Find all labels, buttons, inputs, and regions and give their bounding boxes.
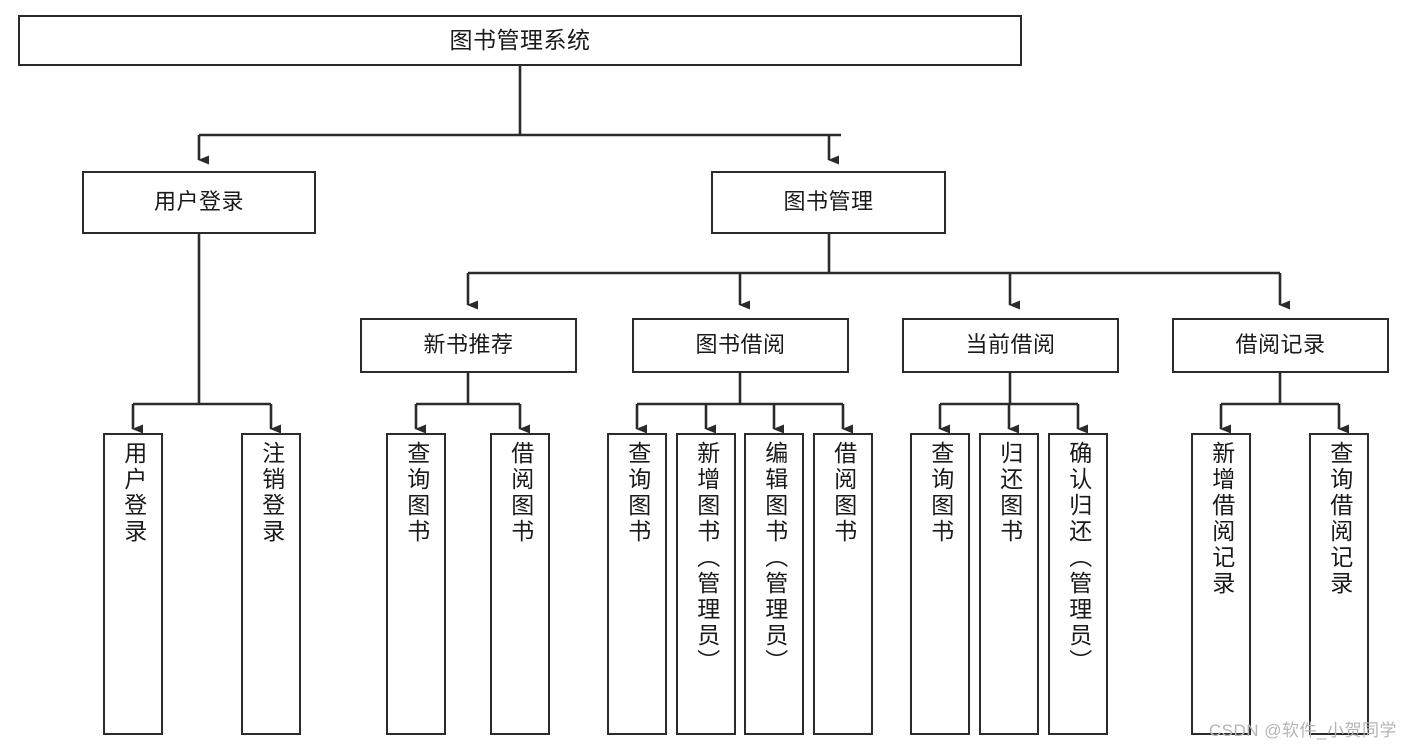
node-book-management-label: 图书管理: [783, 189, 874, 215]
node-leaf-confirm-return-label: 确认归还（管理员）: [1065, 441, 1092, 675]
node-leaf-logout-label: 注销登录: [258, 441, 285, 545]
node-leaf-query-record-label: 查询借阅记录: [1326, 441, 1353, 597]
node-root[interactable]: 图书管理系统: [18, 15, 1022, 66]
node-leaf-return-book-label: 归还图书: [996, 441, 1023, 545]
node-leaf-query-books-1-label: 查询图书: [403, 441, 430, 545]
node-current-borrow-label: 当前借阅: [965, 332, 1056, 358]
node-leaf-borrow-books-1[interactable]: 借阅图书: [490, 433, 550, 735]
node-leaf-logout[interactable]: 注销登录: [241, 433, 301, 735]
node-leaf-user-login[interactable]: 用户登录: [103, 433, 163, 735]
node-borrow-record[interactable]: 借阅记录: [1172, 318, 1389, 373]
node-new-book-recommend[interactable]: 新书推荐: [360, 318, 577, 373]
node-leaf-query-books-3[interactable]: 查询图书: [910, 433, 970, 735]
node-new-book-recommend-label: 新书推荐: [423, 332, 514, 358]
node-leaf-add-record-label: 新增借阅记录: [1208, 441, 1235, 597]
node-leaf-query-record[interactable]: 查询借阅记录: [1309, 433, 1369, 735]
node-leaf-edit-book-label: 编辑图书（管理员）: [761, 441, 788, 675]
node-current-borrow[interactable]: 当前借阅: [902, 318, 1119, 373]
node-leaf-confirm-return[interactable]: 确认归还（管理员）: [1048, 433, 1108, 735]
node-leaf-add-record[interactable]: 新增借阅记录: [1191, 433, 1251, 735]
node-root-label: 图书管理系统: [449, 26, 591, 53]
node-user-login[interactable]: 用户登录: [82, 171, 316, 234]
node-leaf-return-book[interactable]: 归还图书: [979, 433, 1039, 735]
node-leaf-borrow-books-2[interactable]: 借阅图书: [813, 433, 873, 735]
node-leaf-query-books-2[interactable]: 查询图书: [607, 433, 667, 735]
node-leaf-query-books-1[interactable]: 查询图书: [386, 433, 446, 735]
node-leaf-edit-book[interactable]: 编辑图书（管理员）: [744, 433, 804, 735]
node-leaf-add-book-label: 新增图书（管理员）: [693, 441, 720, 675]
node-borrow-record-label: 借阅记录: [1235, 332, 1326, 358]
node-user-login-label: 用户登录: [153, 189, 244, 215]
node-book-borrow[interactable]: 图书借阅: [632, 318, 849, 373]
node-leaf-query-books-2-label: 查询图书: [624, 441, 651, 545]
node-book-borrow-label: 图书借阅: [695, 332, 786, 358]
node-leaf-add-book[interactable]: 新增图书（管理员）: [676, 433, 736, 735]
node-leaf-query-books-3-label: 查询图书: [927, 441, 954, 545]
node-leaf-user-login-label: 用户登录: [120, 441, 147, 545]
node-book-management[interactable]: 图书管理: [711, 171, 946, 234]
node-leaf-borrow-books-1-label: 借阅图书: [507, 441, 534, 545]
watermark: CSDN @软件_小贺同学: [1208, 721, 1397, 740]
node-leaf-borrow-books-2-label: 借阅图书: [830, 441, 857, 545]
